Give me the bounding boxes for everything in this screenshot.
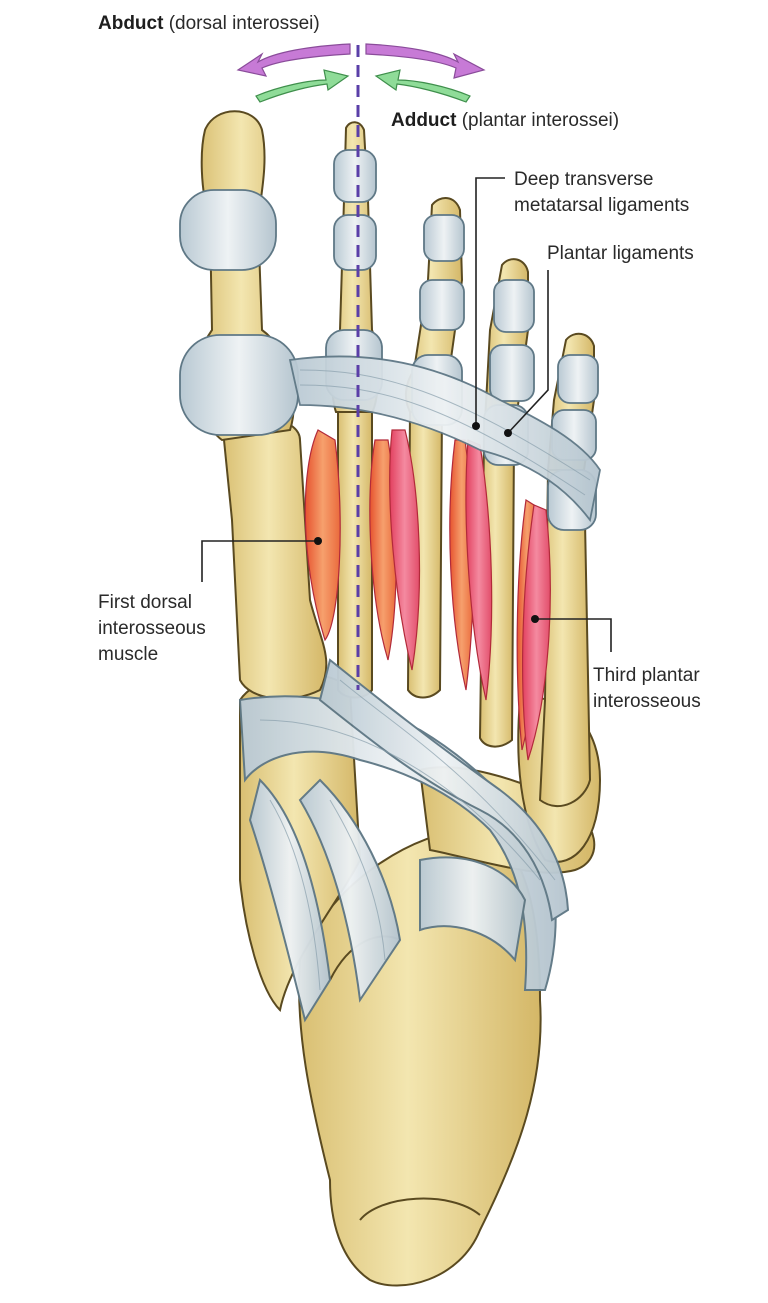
deep-transverse-metatarsal-ligament [288, 355, 601, 523]
adduct-label-bold: Adduct [391, 110, 457, 131]
first-dorsal-label: First dorsal interosseous muscle [98, 590, 206, 668]
abduct-arrow-left [236, 43, 351, 77]
deep-transverse-label: Deep transverse metatarsal ligaments [514, 167, 689, 219]
deep-transverse-label-line1: Deep transverse [514, 169, 654, 190]
third-plantar-label: Third plantar interosseous [593, 663, 701, 715]
abduct-label: Abduct (dorsal interossei) [98, 12, 320, 36]
leader-first-dorsal [201, 540, 318, 582]
abduct-label-bold: Abduct [98, 13, 164, 34]
first-dorsal-interosseous [304, 429, 341, 642]
leader-lines [201, 177, 612, 652]
first-dorsal-label-line2: interosseous [98, 618, 206, 639]
first-dorsal-label-line3: muscle [98, 644, 159, 665]
plantar-ligaments [238, 658, 570, 1023]
leader-plantar-ligaments [507, 270, 549, 434]
abduct-arrows [236, 43, 486, 79]
leader-deep-transverse [475, 177, 505, 426]
adduct-arrow-left [255, 69, 350, 103]
adduct-arrow-right [374, 69, 471, 103]
third-plantar-label-line1: Third plantar [593, 665, 700, 686]
deep-transverse-label-line2: metatarsal ligaments [514, 195, 690, 216]
adduct-arrows [255, 69, 471, 103]
adduct-label-rest: (plantar interossei) [461, 110, 620, 131]
third-plantar-label-line2: interosseous [593, 691, 701, 712]
abduct-label-rest: (dorsal interossei) [168, 13, 320, 34]
leader-dots [314, 422, 539, 623]
third-plantar-interosseous [522, 504, 551, 761]
abduct-arrow-right [365, 43, 486, 79]
plantar-ligaments-label-line1: Plantar ligaments [547, 243, 694, 264]
interossei-muscles [304, 429, 551, 761]
first-dorsal-label-line1: First dorsal [98, 592, 192, 613]
adduct-label: Adduct (plantar interossei) [391, 109, 619, 133]
leader-third-plantar [535, 618, 612, 652]
plantar-ligaments-label: Plantar ligaments [547, 242, 694, 266]
